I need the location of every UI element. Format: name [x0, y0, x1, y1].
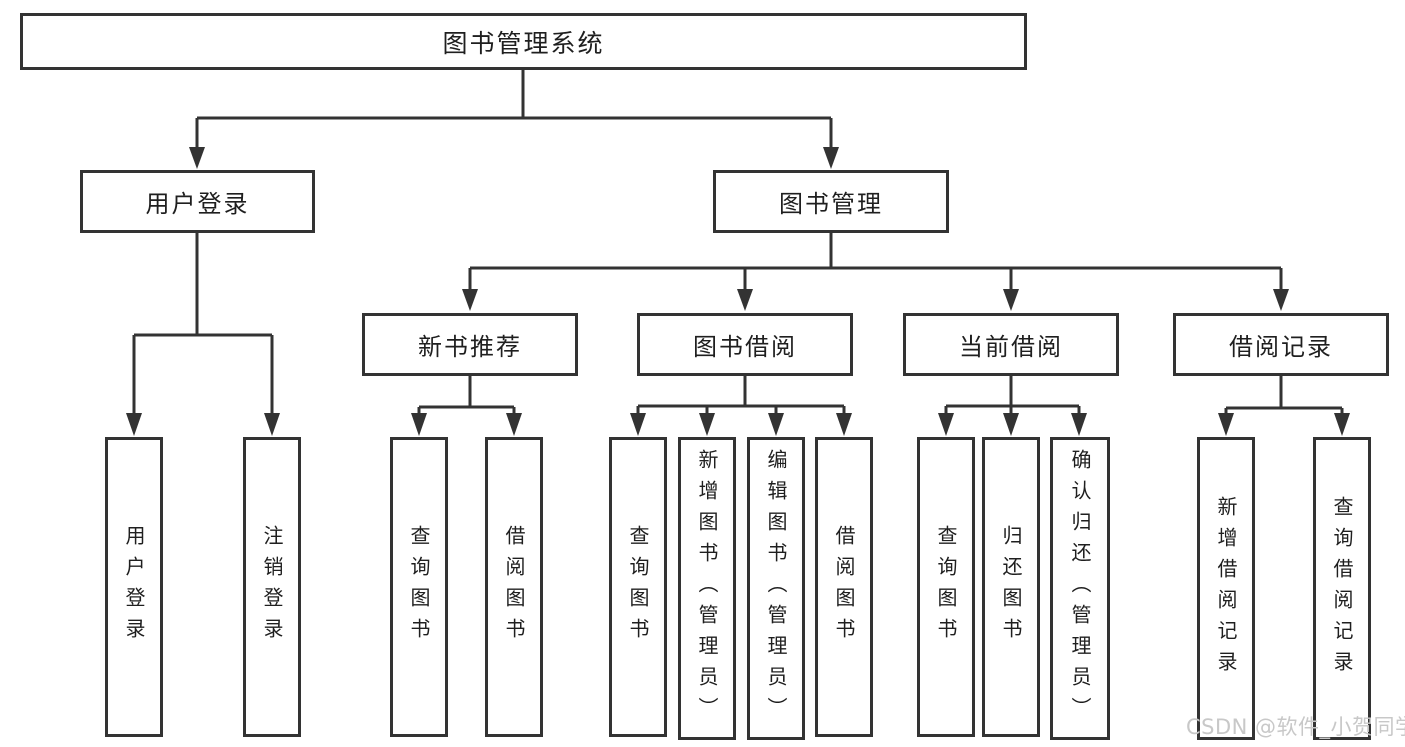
node-label: 新增借阅记录 — [1214, 495, 1238, 682]
node-label: 图书借阅 — [693, 333, 797, 361]
leaf-return-book: 归还图书 — [982, 437, 1040, 737]
leaf-borrow-books: 借阅图书 — [815, 437, 873, 737]
node-borrow-records: 借阅记录 — [1173, 313, 1389, 376]
node-root: 图书管理系统 — [20, 13, 1027, 70]
leaf-logout: 注销登录 — [243, 437, 301, 737]
node-label: 编辑图书（管理员） — [764, 449, 788, 728]
node-user-login: 用户登录 — [80, 170, 315, 233]
leaf-add-book-admin: 新增图书（管理员） — [678, 437, 736, 740]
watermark-text: CSDN @软件_小贺同学 — [1186, 715, 1405, 739]
node-book-management: 图书管理 — [713, 170, 949, 233]
leaf-query-books-recommend: 查询图书 — [390, 437, 448, 737]
node-label: 新增图书（管理员） — [695, 449, 719, 728]
leaf-confirm-return-admin: 确认归还（管理员） — [1050, 437, 1110, 740]
leaf-edit-book-admin: 编辑图书（管理员） — [747, 437, 805, 740]
node-label: 借阅图书 — [832, 525, 856, 649]
leaf-query-books-current: 查询图书 — [917, 437, 975, 737]
node-label: 注销登录 — [260, 525, 284, 649]
leaf-user-login: 用户登录 — [105, 437, 163, 737]
node-label: 借阅记录 — [1229, 333, 1333, 361]
node-label: 归还图书 — [999, 525, 1023, 649]
node-label: 当前借阅 — [959, 333, 1063, 361]
node-label: 查询图书 — [407, 525, 431, 649]
node-label: 用户登录 — [122, 525, 146, 649]
node-label: 查询图书 — [934, 525, 958, 649]
leaf-add-borrow-record: 新增借阅记录 — [1197, 437, 1255, 740]
leaf-borrow-books-recommend: 借阅图书 — [485, 437, 543, 737]
node-book-borrow: 图书借阅 — [637, 313, 853, 376]
leaf-query-books-borrow: 查询图书 — [609, 437, 667, 737]
node-label: 图书管理 — [779, 190, 883, 218]
leaf-query-borrow-record: 查询借阅记录 — [1313, 437, 1371, 740]
node-label: 查询借阅记录 — [1330, 495, 1354, 682]
node-current-borrow: 当前借阅 — [903, 313, 1119, 376]
node-label: 用户登录 — [145, 190, 250, 218]
node-label: 图书管理系统 — [442, 28, 605, 58]
node-label: 新书推荐 — [418, 333, 522, 361]
node-label: 确认归还（管理员） — [1068, 449, 1092, 728]
node-new-book-recommend: 新书推荐 — [362, 313, 578, 376]
node-label: 查询图书 — [626, 525, 650, 649]
node-label: 借阅图书 — [502, 525, 526, 649]
